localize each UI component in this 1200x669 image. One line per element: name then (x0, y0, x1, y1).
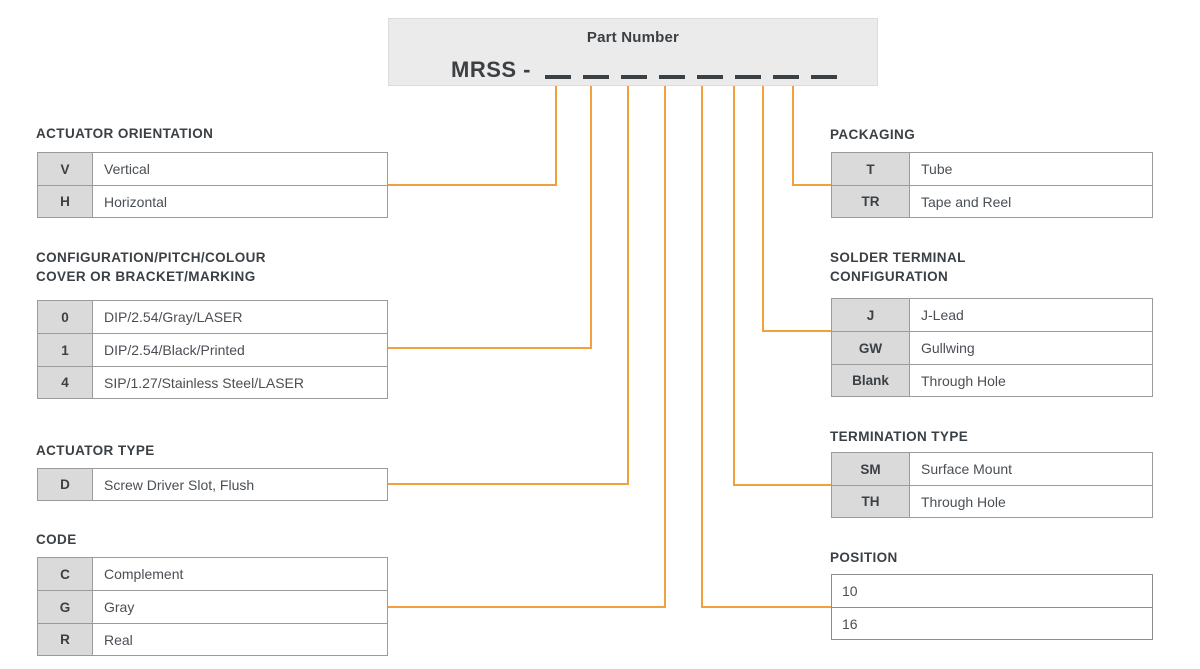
connector-line-position-vertical (701, 86, 703, 607)
part-number-blanks (545, 57, 837, 83)
option-description: Tape and Reel (921, 193, 1012, 210)
section-title-solder-terminal: SOLDER TERMINAL CONFIGURATION (830, 250, 966, 284)
section-title-packaging: PACKAGING (830, 127, 916, 142)
option-code: TH (832, 486, 910, 517)
option-code: T (832, 153, 910, 185)
table-row: H Horizontal (37, 185, 388, 218)
table-row: 16 (831, 607, 1153, 640)
part-number-box: Part Number MRSS - (388, 18, 878, 86)
option-description: 10 (842, 583, 858, 599)
connector-line-configuration-horizontal (388, 347, 592, 349)
part-number-blank-5 (697, 75, 723, 79)
section-title-position: POSITION (830, 550, 898, 565)
option-description: Gullwing (921, 340, 975, 356)
table-row: R Real (37, 623, 388, 656)
option-code: 0 (38, 301, 93, 333)
option-description: Real (104, 631, 133, 648)
section-title-termination-type: TERMINATION TYPE (830, 429, 969, 444)
part-number-blank-4 (659, 75, 685, 79)
section-title-actuator-orientation: ACTUATOR ORIENTATION (36, 126, 214, 141)
option-code: 4 (38, 367, 93, 398)
section-title-actuator-type: ACTUATOR TYPE (36, 443, 155, 458)
part-number-blank-3 (621, 75, 647, 79)
table-row: C Complement (37, 557, 388, 590)
option-code: GW (832, 332, 910, 364)
part-number-prefix: MRSS - (451, 57, 531, 82)
table-row: Blank Through Hole (831, 364, 1153, 397)
option-description: Through Hole (921, 493, 1006, 510)
connector-line-code-horizontal (388, 606, 666, 608)
table-row: 4 SIP/1.27/Stainless Steel/LASER (37, 366, 388, 399)
table-row: V Vertical (37, 152, 388, 185)
option-code: TR (832, 186, 910, 217)
connector-line-solder-terminal-horizontal (762, 330, 832, 332)
option-description: Through Hole (921, 372, 1006, 389)
table-row: T Tube (831, 152, 1153, 185)
option-code: V (38, 153, 93, 185)
table-row: J J-Lead (831, 298, 1153, 331)
table-row: SM Surface Mount (831, 452, 1153, 485)
connector-line-code-vertical (664, 86, 666, 607)
table-row: 10 (831, 574, 1153, 607)
connector-line-termination-type-horizontal (733, 484, 832, 486)
option-code: J (832, 299, 910, 331)
table-row: G Gray (37, 590, 388, 623)
option-description: Surface Mount (921, 461, 1013, 477)
connector-line-solder-terminal-vertical (762, 86, 764, 331)
option-code: 1 (38, 334, 93, 366)
part-number-title: Part Number (586, 29, 680, 46)
option-code: Blank (832, 365, 910, 396)
part-number-blank-8 (811, 75, 837, 79)
table-actuator-type: D Screw Driver Slot, Flush (37, 468, 388, 501)
connector-line-packaging-horizontal (792, 184, 832, 186)
connector-line-termination-type-vertical (733, 86, 735, 485)
connector-line-actuator-orientation-vertical (555, 86, 557, 185)
connector-line-packaging-vertical (792, 86, 794, 185)
part-number-blank-6 (735, 75, 761, 79)
option-description: Screw Driver Slot, Flush (104, 476, 255, 493)
connector-line-actuator-orientation-horizontal (388, 184, 557, 186)
connector-line-actuator-type-horizontal (388, 483, 629, 485)
section-title-configuration: CONFIGURATION/PITCH/COLOUR COVER OR BRAC… (36, 250, 266, 284)
option-description: Complement (104, 566, 184, 582)
table-configuration: 0 DIP/2.54/Gray/LASER 1 DIP/2.54/Black/Prin… (37, 300, 388, 399)
table-row: TR Tape and Reel (831, 185, 1153, 218)
option-description: Horizontal (104, 193, 168, 210)
option-description: J-Lead (921, 307, 964, 323)
connector-line-actuator-type-vertical (627, 86, 629, 484)
option-code: SM (832, 453, 910, 485)
option-description: SIP/1.27/Stainless Steel/LASER (104, 374, 304, 391)
option-code: G (38, 591, 93, 623)
table-position: 10 16 (831, 574, 1153, 640)
option-code: H (38, 186, 93, 217)
option-code: R (38, 624, 93, 655)
option-description: DIP/2.54/Gray/LASER (104, 309, 243, 325)
part-number-row: MRSS - (389, 53, 877, 87)
option-description: 16 (842, 615, 858, 632)
option-description: Vertical (104, 161, 150, 177)
option-description: Tube (921, 161, 953, 177)
option-code: D (38, 469, 93, 500)
table-row: TH Through Hole (831, 485, 1153, 518)
option-code: C (38, 558, 93, 590)
part-number-blank-2 (583, 75, 609, 79)
section-title-code: CODE (36, 532, 77, 547)
table-row: GW Gullwing (831, 331, 1153, 364)
table-row: 1 DIP/2.54/Black/Printed (37, 333, 388, 366)
part-number-blank-1 (545, 75, 571, 79)
table-row: 0 DIP/2.54/Gray/LASER (37, 300, 388, 333)
connector-line-configuration-vertical (590, 86, 592, 348)
option-description: Gray (104, 599, 135, 615)
part-number-blank-7 (773, 75, 799, 79)
table-row: D Screw Driver Slot, Flush (37, 468, 388, 501)
option-description: DIP/2.54/Black/Printed (104, 342, 245, 358)
connector-line-position-horizontal (701, 606, 832, 608)
